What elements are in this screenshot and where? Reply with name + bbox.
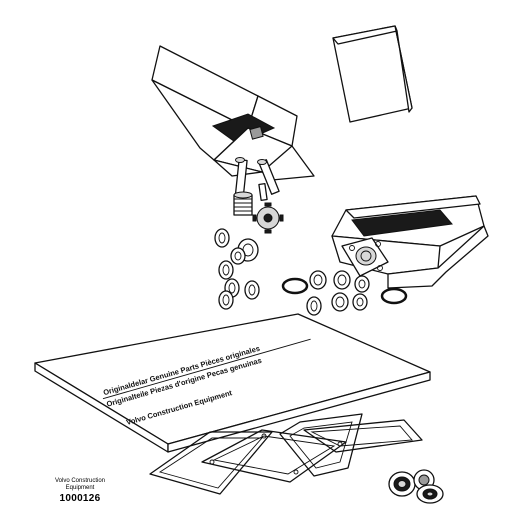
washers-left [214, 228, 260, 310]
flange-gasket [341, 237, 389, 277]
gaskets-bottom [149, 413, 423, 495]
caption-company-line1: Volvo Construction [54, 478, 106, 484]
closed-box [332, 25, 413, 123]
parts-kit-cover: Originaldelar Genuine Parts Pièces origi… [34, 313, 431, 453]
pins-and-gears [233, 157, 284, 234]
bearings [388, 469, 444, 504]
caption-company-line2: Equipment [65, 485, 95, 491]
washers-right [281, 270, 408, 316]
figure-number: 1000126 [59, 493, 101, 504]
open-box-upper [151, 45, 315, 181]
figure-caption: Volvo Construction Equipment 1000126 [40, 478, 120, 505]
